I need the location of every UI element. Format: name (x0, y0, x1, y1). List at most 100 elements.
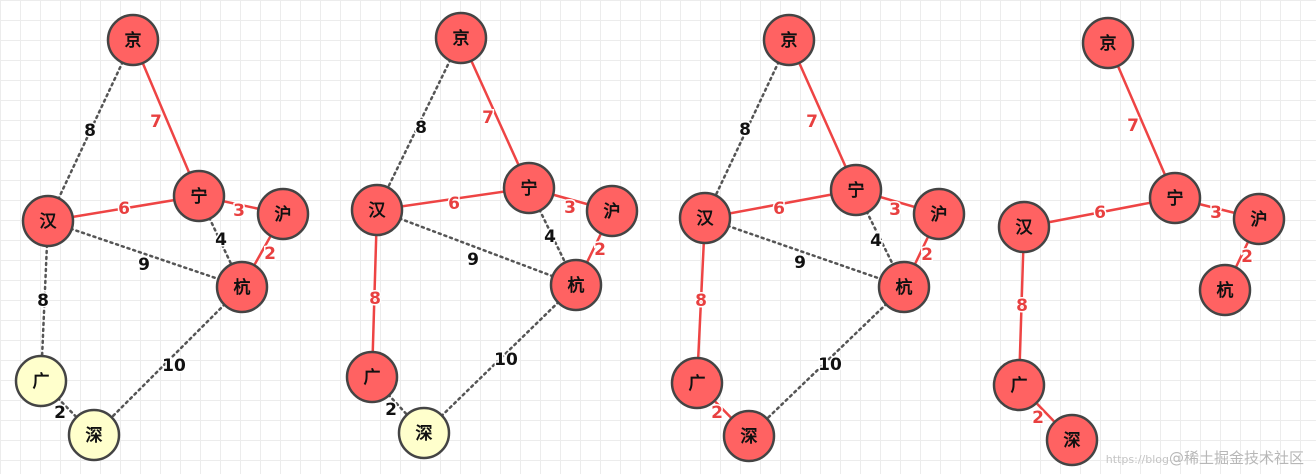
edge-weight-ning-hang: 4 (870, 231, 882, 251)
node-label-guang: 广 (1011, 375, 1028, 396)
edge-weight-guang-shen: 2 (54, 403, 66, 423)
node-label-hang: 杭 (1217, 280, 1234, 301)
edge-hang-shen (747, 285, 906, 438)
edge-weight-ning-hu: 3 (233, 201, 245, 221)
node-guang (14, 354, 68, 408)
node-label-shen: 深 (416, 423, 433, 444)
edge-weight-guang-shen: 2 (1032, 408, 1044, 428)
node-label-han: 汉 (40, 212, 58, 232)
edges (695, 38, 941, 438)
node-ning (1148, 171, 1202, 225)
edge-weight-han-guang: 8 (369, 289, 381, 309)
node-label-hu: 沪 (604, 201, 621, 222)
node-hang (877, 260, 931, 314)
node-jing (106, 13, 160, 67)
edge-jing-han (703, 38, 791, 220)
node-label-hang: 杭 (568, 275, 585, 296)
node-han (350, 183, 404, 237)
edge-weight-ning-hu: 3 (564, 198, 576, 218)
node-label-han: 汉 (369, 201, 387, 221)
node-label-han: 汉 (1016, 218, 1034, 238)
node-label-jing: 京 (453, 28, 470, 49)
edge-weight-jing-han: 8 (739, 120, 751, 140)
edge-jing-ning (459, 36, 531, 190)
node-han (21, 194, 75, 248)
node-label-shen: 深 (741, 426, 758, 447)
node-han (997, 200, 1051, 254)
node-label-jing: 京 (781, 30, 798, 51)
node-label-ning: 宁 (521, 178, 538, 199)
edge-weight-han-ning: 6 (448, 194, 460, 214)
edge-hang-shen (422, 283, 578, 435)
node-label-jing: 京 (1100, 33, 1117, 54)
edge-weight-han-ning: 6 (118, 199, 130, 219)
node-shen (722, 409, 776, 463)
edge-weight-hu-hang: 2 (594, 240, 606, 260)
edge-weight-jing-ning: 7 (482, 108, 494, 128)
edge-weight-han-ning: 6 (773, 199, 785, 219)
node-label-shen: 深 (86, 425, 103, 446)
node-han (678, 191, 732, 245)
node-label-hu: 沪 (931, 204, 948, 225)
edge-weight-han-guang: 8 (695, 291, 707, 311)
edge-han-guang (695, 216, 707, 385)
edge-han-hang (703, 216, 906, 289)
edge-weight-jing-han: 8 (84, 121, 96, 141)
edge-jing-han (375, 36, 463, 212)
node-label-hang: 杭 (234, 277, 251, 298)
node-hu (1232, 192, 1286, 246)
node-shen (67, 408, 121, 462)
edge-weight-guang-shen: 2 (385, 400, 397, 420)
edge-weight-han-hang: 9 (138, 255, 150, 275)
edges (1017, 41, 1261, 442)
edge-han-guang (39, 219, 50, 383)
node-label-ning: 宁 (848, 180, 865, 201)
edge-weight-han-hang: 9 (794, 253, 806, 273)
edges (370, 36, 614, 435)
node-label-hang: 杭 (896, 277, 913, 298)
node-ning (502, 161, 556, 215)
edge-weight-ning-hu: 3 (1210, 203, 1222, 223)
node-guang (992, 358, 1046, 412)
edge-weight-hang-shen: 10 (162, 356, 186, 376)
edge-han-guang (370, 208, 379, 379)
edge-weight-han-guang: 8 (37, 291, 49, 311)
edge-weight-han-guang: 8 (1016, 296, 1028, 316)
node-ning (829, 163, 883, 217)
node-label-jing: 京 (125, 30, 142, 51)
node-hu (585, 184, 639, 238)
node-hu (256, 187, 310, 241)
edge-han-hang (46, 219, 244, 289)
edge-weight-jing-ning: 7 (806, 112, 818, 132)
node-shen (397, 406, 451, 460)
edge-weight-han-ning: 6 (1094, 203, 1106, 223)
node-label-guang: 广 (33, 371, 50, 392)
node-hang (215, 260, 269, 314)
node-label-guang: 广 (364, 367, 381, 388)
edge-han-hang (375, 208, 578, 287)
node-guang (670, 356, 724, 410)
edge-hang-shen (92, 285, 244, 437)
node-jing (762, 13, 816, 67)
node-hang (549, 258, 603, 312)
edge-jing-ning (131, 38, 201, 198)
node-jing (434, 11, 488, 65)
edge-jing-ning (787, 38, 858, 192)
edge-weight-hu-hang: 2 (264, 244, 276, 264)
edge-weight-ning-hang: 4 (544, 227, 556, 247)
node-shen (1045, 413, 1099, 467)
edge-weight-hu-hang: 2 (921, 245, 933, 265)
node-hang (1198, 263, 1252, 317)
edge-weight-hang-shen: 10 (494, 350, 518, 370)
node-label-han: 汉 (697, 209, 715, 229)
edge-jing-ning (1106, 41, 1177, 200)
edge-weight-han-hang: 9 (467, 250, 479, 270)
node-guang (345, 350, 399, 404)
